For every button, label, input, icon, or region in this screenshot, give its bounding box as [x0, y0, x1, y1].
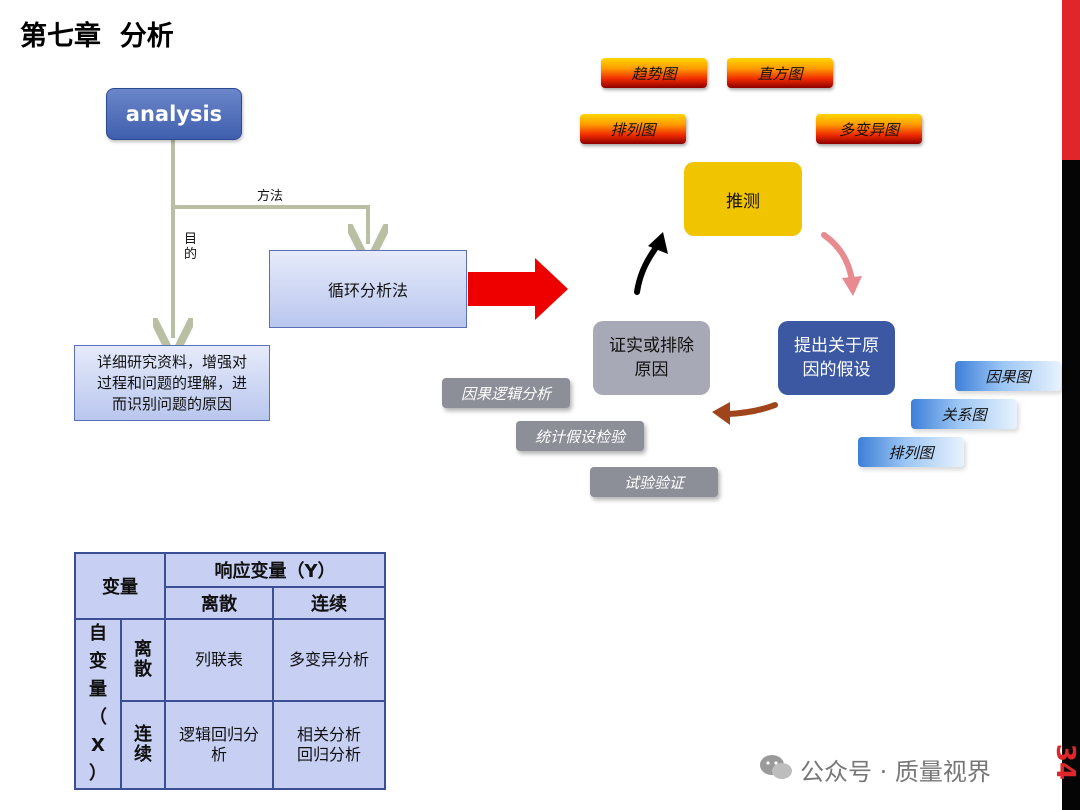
purpose-box: 详细研究资料，增强对过程和问题的理解，进而识别问题的原因: [74, 345, 270, 421]
col-discrete-header: 离散: [164, 586, 274, 620]
tool-histogram: 直方图: [727, 58, 833, 88]
tool-trend-chart: 趋势图: [601, 58, 707, 88]
row-discrete-header: 离散: [120, 618, 166, 702]
tool-multivari-chart: 多变异图: [816, 114, 922, 144]
row-continuous-header: 连续: [120, 699, 166, 791]
page-title: 第七章 分析: [20, 21, 174, 52]
tool-relation-diagram: 关系图: [911, 399, 1017, 429]
wechat-icon: [760, 755, 792, 779]
method-label: 方法: [257, 189, 284, 204]
infer-box: 推测: [684, 162, 802, 236]
side-bar-red: [1062, 0, 1080, 160]
hypothesis-box: 提出关于原因的假设: [778, 321, 895, 395]
cycle-analysis-box: 循环分析法: [269, 250, 467, 328]
pink-arrow-head: [842, 276, 862, 296]
tool-pareto-chart: 排列图: [580, 114, 686, 144]
black-curve-arrow: [634, 239, 663, 295]
black-arrow-head: [648, 232, 668, 254]
cell-continuous-continuous: 相关分析回归分析: [272, 699, 386, 791]
table-corner: 变量: [74, 552, 166, 620]
pink-curve-arrow: [821, 232, 855, 283]
connector-method: [173, 205, 368, 244]
side-bar-black: [1062, 160, 1080, 810]
response-variable-header: 响应变量（Y）: [164, 552, 386, 588]
method-causal-logic: 因果逻辑分析: [442, 378, 570, 408]
watermark-text: 公众号 · 质量视界: [800, 758, 991, 786]
tool-cause-effect-diagram: 因果图: [955, 361, 1061, 391]
purpose-label: 目的: [184, 232, 198, 262]
cell-discrete-continuous: 多变异分析: [272, 618, 386, 702]
cell-continuous-discrete: 逻辑回归分析: [164, 699, 274, 791]
cell-discrete-discrete: 列联表: [164, 618, 274, 702]
tool-pareto-chart-2: 排列图: [858, 437, 964, 467]
analysis-box: analysis: [106, 88, 242, 140]
independent-variable-header: 自变量（X）: [74, 618, 122, 790]
brown-arrow-head: [712, 402, 730, 425]
verify-box: 证实或排除原因: [593, 321, 710, 395]
big-red-arrow: [468, 258, 568, 320]
method-statistical-test: 统计假设检验: [516, 421, 644, 451]
method-experiment: 试验验证: [590, 467, 718, 497]
col-continuous-header: 连续: [272, 586, 386, 620]
brown-curve-arrow: [725, 402, 778, 417]
variable-table: 变量 响应变量（Y） 离散 连续 自变量（X） 离散 列联表 多变异分析 连续 …: [74, 552, 386, 791]
